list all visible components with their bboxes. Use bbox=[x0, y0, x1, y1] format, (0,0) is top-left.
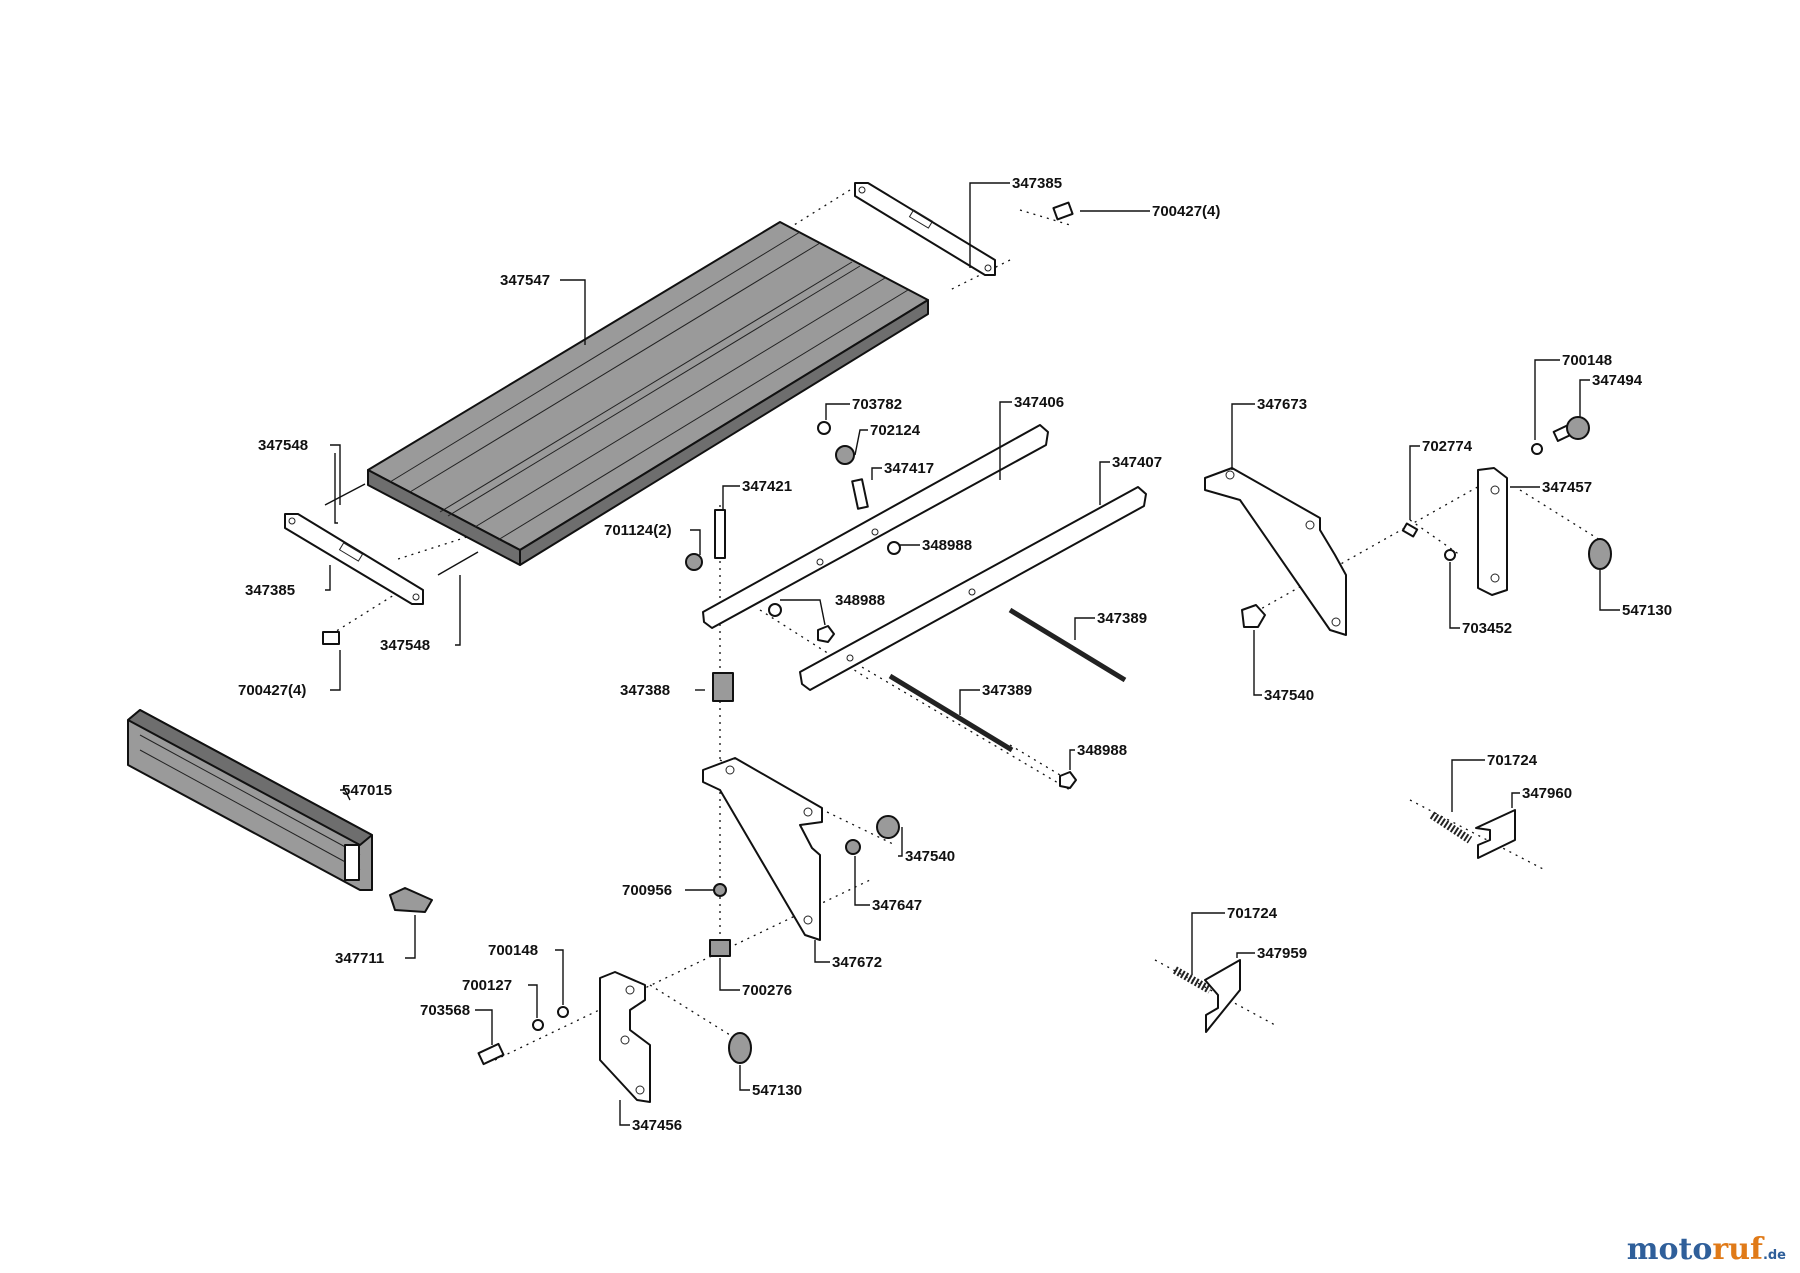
bracket-347672 bbox=[702, 757, 823, 941]
label-347960: 347960 bbox=[1522, 785, 1572, 802]
label-703568: 703568 bbox=[420, 1002, 470, 1019]
label-700148-left: 700148 bbox=[488, 942, 538, 959]
label-347494: 347494 bbox=[1592, 372, 1643, 389]
fence-clip-347711 bbox=[389, 887, 433, 913]
label-347672: 347672 bbox=[832, 954, 882, 971]
label-703452: 703452 bbox=[1462, 620, 1512, 637]
label-347673: 347673 bbox=[1257, 396, 1307, 413]
label-348988-a: 348988 bbox=[922, 537, 972, 554]
label-347547: 347547 bbox=[500, 272, 550, 289]
nut-348988-a bbox=[887, 541, 901, 555]
label-347389-b: 347389 bbox=[982, 682, 1032, 699]
label-701724-right: 701724 bbox=[1487, 752, 1538, 769]
label-347456: 347456 bbox=[632, 1117, 682, 1134]
label-347406: 347406 bbox=[1014, 394, 1064, 411]
spacer-702124 bbox=[835, 445, 855, 465]
bolt-347417 bbox=[851, 478, 869, 510]
label-347548-bottom: 347548 bbox=[380, 637, 430, 654]
clip-347959 bbox=[1204, 959, 1241, 1033]
leader-lines bbox=[325, 182, 1620, 1126]
label-347389-a: 347389 bbox=[1097, 610, 1147, 627]
fence-547015 bbox=[127, 709, 373, 891]
nut-348988-c bbox=[817, 625, 835, 643]
label-700427-top: 700427(4) bbox=[1152, 203, 1220, 220]
threaded-rod-347389-a bbox=[1008, 607, 1127, 683]
label-700276: 700276 bbox=[742, 982, 792, 999]
label-700427-bottom: 700427(4) bbox=[238, 682, 306, 699]
table-extension-top-347547 bbox=[367, 221, 929, 566]
label-702124: 702124 bbox=[870, 422, 921, 439]
nut-347540-mid bbox=[876, 815, 900, 839]
label-347540-mid: 347540 bbox=[905, 848, 955, 865]
label-700956: 700956 bbox=[622, 882, 672, 899]
washer-547130-right bbox=[1588, 538, 1612, 570]
label-347388: 347388 bbox=[620, 682, 670, 699]
knob-347494 bbox=[1552, 416, 1590, 442]
label-347385-bottom: 347385 bbox=[245, 582, 295, 599]
label-347548-top: 347548 bbox=[258, 437, 308, 454]
washer-547130-bottom bbox=[728, 1032, 752, 1064]
nut-348988-d bbox=[1059, 771, 1077, 789]
support-arm-347407 bbox=[799, 486, 1147, 691]
bracket-347457 bbox=[1477, 467, 1508, 596]
screw-700427-top bbox=[1052, 201, 1074, 221]
bracket-347456 bbox=[599, 971, 651, 1103]
label-347457: 347457 bbox=[1542, 479, 1592, 496]
spring-701724-bottom bbox=[1173, 966, 1212, 994]
label-347959: 347959 bbox=[1257, 945, 1307, 962]
end-cap-rail-347385-bottom bbox=[284, 513, 424, 605]
screw-700427-bottom bbox=[322, 631, 340, 645]
label-347417: 347417 bbox=[884, 460, 934, 477]
spacer-347647 bbox=[845, 839, 861, 855]
spacer-700276 bbox=[709, 939, 731, 957]
label-701724-bottom: 701724 bbox=[1227, 905, 1278, 922]
label-700127: 700127 bbox=[462, 977, 512, 994]
nut-347540-right bbox=[1241, 604, 1266, 628]
label-347421: 347421 bbox=[742, 478, 792, 495]
label-347711: 347711 bbox=[335, 950, 384, 967]
label-547015: 547015 bbox=[342, 782, 392, 799]
rod-347548-b bbox=[437, 551, 479, 576]
nut-348988-b bbox=[768, 603, 782, 617]
assembly-dotted-lines bbox=[329, 189, 1601, 1061]
threaded-rod-347389-b bbox=[888, 673, 1014, 753]
motoruf-logo: motoruf.de bbox=[1626, 1232, 1786, 1267]
label-703782: 703782 bbox=[852, 396, 902, 413]
rod-347548-a bbox=[324, 483, 366, 506]
washer-700127 bbox=[532, 1019, 544, 1031]
nut-703782 bbox=[817, 421, 831, 435]
label-700148-right: 700148 bbox=[1562, 352, 1612, 369]
label-347540-right: 347540 bbox=[1264, 687, 1314, 704]
end-cap-rail-347385-top bbox=[854, 182, 996, 276]
label-547130-right: 547130 bbox=[1622, 602, 1672, 619]
label-347647: 347647 bbox=[872, 897, 922, 914]
pin-702774 bbox=[1401, 522, 1419, 538]
washer-700148-left bbox=[557, 1006, 569, 1018]
spacer-347388 bbox=[712, 672, 734, 702]
spring-701724-right bbox=[1429, 811, 1473, 844]
small-hardware bbox=[685, 421, 1077, 789]
bolt-703568 bbox=[477, 1042, 505, 1066]
bracket-347673 bbox=[1204, 467, 1347, 636]
label-547130-bottom: 547130 bbox=[752, 1082, 802, 1099]
label-347407: 347407 bbox=[1112, 454, 1162, 471]
label-701124: 701124(2) bbox=[604, 522, 672, 539]
label-347385-top: 347385 bbox=[1012, 175, 1062, 192]
washer-700956 bbox=[713, 883, 727, 897]
clip-347960 bbox=[1475, 809, 1516, 859]
bolt-347421 bbox=[714, 509, 726, 559]
label-702774: 702774 bbox=[1422, 438, 1473, 455]
washer-700148-right bbox=[1531, 443, 1543, 455]
part-labels: 347385 700427(4) 347547 347548 347385 34… bbox=[238, 175, 1672, 1134]
washer-703452 bbox=[1444, 549, 1456, 561]
washer-701124 bbox=[685, 553, 703, 571]
label-348988-c: 348988 bbox=[1077, 742, 1127, 759]
support-arm-347406 bbox=[702, 424, 1049, 629]
label-348988-b: 348988 bbox=[835, 592, 885, 609]
